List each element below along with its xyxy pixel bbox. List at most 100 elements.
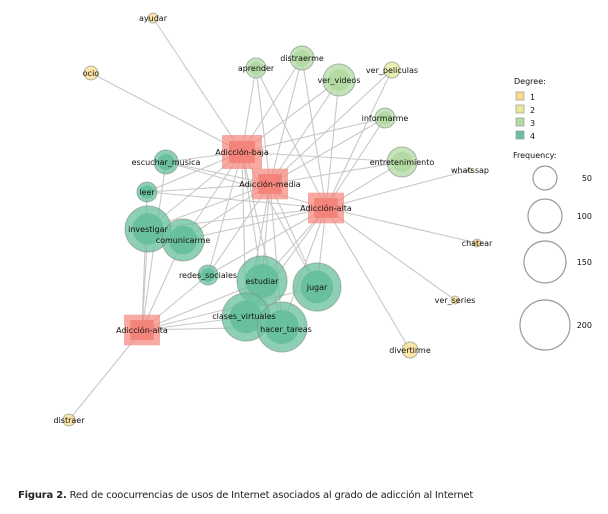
- node-label: entretenimiento: [370, 158, 435, 167]
- node-core: [140, 185, 154, 199]
- hub-core: [229, 141, 255, 163]
- node-label: comunicarme: [156, 236, 211, 245]
- node-circle: [401, 341, 419, 359]
- hub-label: Adicción-media: [239, 179, 301, 189]
- node-ocio[interactable]: [83, 65, 99, 81]
- node-label: estudiar: [246, 277, 280, 286]
- node-label: informarme: [362, 114, 409, 123]
- edge-ver_series-alta1: [325, 207, 456, 301]
- node-circle: [62, 413, 76, 427]
- node-jugar[interactable]: [292, 262, 342, 312]
- node-label: investigar: [128, 225, 168, 234]
- node-core: [132, 213, 164, 245]
- node-ver_videos[interactable]: [322, 63, 356, 97]
- node-whatssap[interactable]: [467, 167, 473, 173]
- edge-redes_sociales-alta1: [207, 207, 327, 276]
- node-label: distraer: [53, 416, 85, 425]
- degree-swatch-3: [515, 117, 525, 127]
- caption-label: Figura 2.: [18, 490, 67, 501]
- edge-ver_peliculas-media: [269, 69, 393, 185]
- node-core: [249, 61, 263, 75]
- node-distraer[interactable]: [62, 413, 76, 427]
- frequency-legend-title: Frequency:: [513, 151, 556, 160]
- edge-informarme-media: [269, 117, 386, 185]
- node-label: ver_videos: [318, 76, 361, 85]
- edge-entretenimiento-baja: [241, 151, 403, 163]
- node-ver_peliculas[interactable]: [383, 61, 401, 79]
- hub-alta1[interactable]: [308, 192, 344, 224]
- node-redes_sociales[interactable]: [197, 264, 219, 286]
- edge-ver_peliculas-alta1: [325, 69, 393, 209]
- hub-alta2[interactable]: [124, 314, 160, 346]
- edge-whatssap-alta1: [325, 169, 471, 209]
- node-circle: [383, 61, 401, 79]
- degree-label: 2: [530, 106, 535, 115]
- node-investigar[interactable]: [124, 205, 172, 253]
- node-chatear[interactable]: [472, 238, 482, 248]
- frequency-label: 200: [577, 321, 592, 330]
- node-hacer_tareas[interactable]: [256, 301, 308, 353]
- node-label: ver_peliculas: [366, 66, 418, 75]
- frequency-circle-50: [532, 165, 558, 191]
- hub-label: Adicción-alta: [300, 203, 352, 213]
- node-distraerme[interactable]: [289, 45, 315, 71]
- node-comunicarme[interactable]: [161, 218, 205, 262]
- node-label: escuchar_musica: [132, 158, 201, 167]
- degree-swatch-4: [515, 130, 525, 140]
- edge-entretenimiento-media: [269, 161, 403, 185]
- node-label: jugar: [306, 283, 328, 292]
- node-core: [229, 300, 263, 334]
- node-circle: [472, 238, 482, 248]
- node-label: redes_sociales: [179, 271, 237, 280]
- node-label: ayudar: [139, 14, 168, 23]
- node-core: [293, 49, 311, 67]
- frequency-label: 50: [582, 174, 592, 183]
- edge-aprender-alta1: [255, 67, 327, 209]
- edge-ayudar-baja: [152, 17, 243, 153]
- frequency-circle-150: [523, 240, 567, 284]
- node-label: ocio: [83, 69, 100, 78]
- node-leer[interactable]: [136, 181, 158, 203]
- node-entretenimiento[interactable]: [386, 146, 418, 178]
- frequency-label: 100: [577, 212, 592, 221]
- edge-ocio-baja: [90, 72, 243, 153]
- frequency-label: 150: [577, 258, 592, 267]
- hub-media[interactable]: [252, 168, 288, 200]
- frequency-circle-100: [527, 198, 563, 234]
- node-ayudar[interactable]: [147, 12, 159, 24]
- edge-escuchar_musica-alta1: [165, 161, 327, 209]
- hub-baja[interactable]: [222, 135, 262, 169]
- node-label: aprender: [238, 64, 275, 73]
- degree-legend-title: Degree:: [514, 77, 546, 86]
- node-label: ver_series: [435, 296, 476, 305]
- node-label: leer: [139, 188, 155, 197]
- degree-swatch-2: [515, 104, 525, 114]
- degree-label: 4: [530, 132, 535, 141]
- edge-informarme-baja: [241, 117, 386, 153]
- node-core: [201, 268, 215, 282]
- node-escuchar_musica[interactable]: [153, 149, 179, 175]
- node-label: chatear: [462, 239, 493, 248]
- node-core: [265, 310, 299, 344]
- node-circle: [83, 65, 99, 81]
- node-label: clases_virtuales: [212, 312, 275, 321]
- degree-swatch-1: [515, 91, 525, 101]
- node-core: [300, 270, 334, 304]
- node-divertirme[interactable]: [401, 341, 419, 359]
- node-label: hacer_tareas: [260, 325, 312, 334]
- node-label: distraerme: [280, 54, 324, 63]
- degree-label: 3: [530, 119, 535, 128]
- edge-comunicarme-alta1: [182, 207, 327, 241]
- edge-distraerme-media: [269, 57, 303, 185]
- edge-ver_videos-alta1: [325, 79, 340, 209]
- node-label: whatssap: [451, 166, 489, 175]
- node-informarme[interactable]: [374, 107, 396, 129]
- node-ver_series[interactable]: [450, 295, 460, 305]
- hub-label: Adicción-baja: [215, 147, 269, 157]
- hub-core: [130, 320, 154, 340]
- edge-ver_videos-media: [269, 79, 340, 185]
- node-aprender[interactable]: [245, 57, 267, 79]
- network-diagram: ayudarocioaprenderdistraermever_videosve…: [53, 12, 592, 427]
